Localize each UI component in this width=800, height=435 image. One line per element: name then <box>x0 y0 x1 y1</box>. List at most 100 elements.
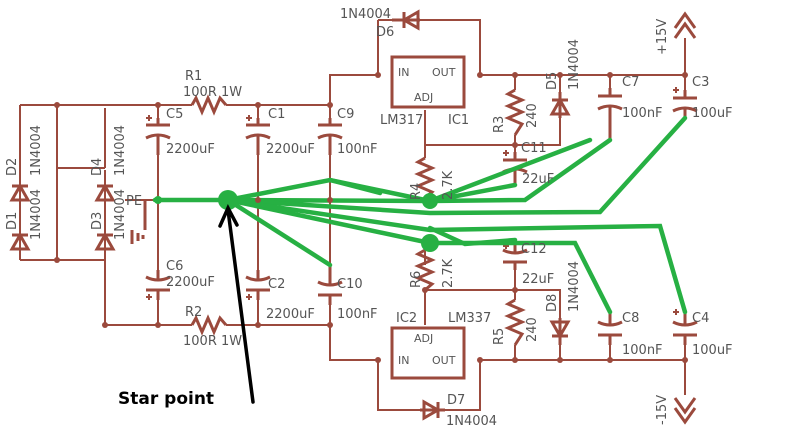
diode-d2 <box>9 182 31 202</box>
capacitor-c9 <box>317 118 343 155</box>
polarity-marks <box>146 87 679 315</box>
resistor-r3 <box>504 88 526 136</box>
d8-ref: D8 <box>545 294 560 312</box>
r6-value: 2.7K <box>441 258 456 288</box>
d5-ref: D5 <box>545 72 560 90</box>
diode-d3 <box>94 231 116 251</box>
c4-value: 100uF <box>692 343 733 358</box>
d3-value: 1N4004 <box>113 189 128 240</box>
c5-ref: C5 <box>166 107 183 122</box>
star-point-arrow <box>218 204 255 404</box>
c3-ref: C3 <box>692 75 709 90</box>
c11-ref: C11 <box>521 141 547 156</box>
c8-ref: C8 <box>622 311 639 326</box>
ic2-value: LM337 <box>448 311 491 326</box>
ic1-pin-adj: ADJ <box>414 91 433 104</box>
ic2-ref: IC2 <box>396 311 417 326</box>
supply-negative-label: -15V <box>655 395 670 425</box>
d2-ref: D2 <box>5 158 20 176</box>
c2-value: 2200uF <box>266 307 315 322</box>
d4-ref: D4 <box>90 158 105 176</box>
capacitor-c1 <box>245 118 271 155</box>
capacitor-c6 <box>145 270 171 300</box>
regulator-ic1 <box>390 55 466 109</box>
c11-value: 22uF <box>522 172 554 187</box>
c4-ref: C4 <box>692 311 709 326</box>
capacitor-c2 <box>245 270 271 300</box>
c7-value: 100nF <box>622 106 663 121</box>
supply-positive-label: +15V <box>655 19 670 55</box>
d5-value: 1N4004 <box>567 39 582 90</box>
diode-d7 <box>420 399 445 421</box>
ic1-pin-out: OUT <box>432 66 456 79</box>
c5-value: 2200uF <box>166 142 215 157</box>
junction-dots <box>54 72 688 363</box>
c2-ref: C2 <box>268 277 285 292</box>
resistor-r1 <box>190 94 228 116</box>
star-point-annotation: Star point <box>118 389 214 409</box>
ic1-pin-in: IN <box>398 66 409 79</box>
resistor-r5 <box>504 298 526 346</box>
labels: D2 1N4004 D1 1N4004 D4 1N4004 D3 1N4004 … <box>5 7 733 429</box>
ic2-pin-adj: ADJ <box>414 332 433 345</box>
r4-ref: R4 <box>409 183 424 200</box>
d6-value: 1N4004 <box>340 7 391 22</box>
ground-junction <box>154 196 162 204</box>
r3-value: 240 <box>525 103 540 128</box>
diode-d5 <box>549 92 571 118</box>
c10-value: 100nF <box>337 307 378 322</box>
d7-value: 1N4004 <box>446 414 497 429</box>
d4-value: 1N4004 <box>113 125 128 176</box>
c7-ref: C7 <box>622 75 639 90</box>
r4-value: 2.7K <box>441 170 456 200</box>
c1-ref: C1 <box>268 107 285 122</box>
c6-value: 2200uF <box>166 275 215 290</box>
capacitor-c8 <box>597 310 623 345</box>
r5-ref: R5 <box>492 328 507 345</box>
d6-ref: D6 <box>376 25 394 40</box>
c9-value: 100nF <box>337 142 378 157</box>
regulator-ic2 <box>390 326 466 380</box>
supply-positive-symbol <box>673 11 697 39</box>
resistor-r4 <box>414 156 436 200</box>
supply-negative-symbol <box>673 397 697 425</box>
capacitor-c7 <box>597 88 623 140</box>
capacitor-c3 <box>672 90 698 118</box>
c3-value: 100uF <box>692 106 733 121</box>
diode-d1 <box>9 231 31 251</box>
ic1-value: LM317 <box>380 113 423 128</box>
capacitor-c10 <box>317 265 343 305</box>
r3-ref: R3 <box>492 116 507 133</box>
capacitor-c4 <box>672 312 698 345</box>
r2-ref: R2 <box>185 305 202 320</box>
r1-value: 100R 1W <box>183 85 242 100</box>
c12-value: 22uF <box>522 272 554 287</box>
c10-ref: C10 <box>337 277 363 292</box>
capacitor-c5 <box>145 118 171 155</box>
c1-value: 2200uF <box>266 142 315 157</box>
r1-ref: R1 <box>185 69 202 84</box>
diode-d6 <box>392 9 420 31</box>
r2-value: 100R 1W <box>183 334 242 349</box>
d8-value: 1N4004 <box>567 261 582 312</box>
c9-ref: C9 <box>337 107 354 122</box>
resistor-r2 <box>190 314 228 336</box>
ic1-ref: IC1 <box>448 113 469 128</box>
diode-d4 <box>94 182 116 202</box>
c12-ref: C12 <box>521 242 547 257</box>
capacitor-c12 <box>502 240 528 270</box>
d1-value: 1N4004 <box>29 189 44 240</box>
ground-label: PE <box>126 194 142 209</box>
adj-node-ic2 <box>421 234 439 252</box>
r5-value: 240 <box>525 317 540 342</box>
r6-ref: R6 <box>409 271 424 288</box>
ground-symbol <box>130 200 147 244</box>
d2-value: 1N4004 <box>29 125 44 176</box>
c8-value: 100nF <box>622 343 663 358</box>
d1-ref: D1 <box>5 212 20 230</box>
c6-ref: C6 <box>166 259 183 274</box>
star-point-node <box>218 190 238 210</box>
d3-ref: D3 <box>90 212 105 230</box>
